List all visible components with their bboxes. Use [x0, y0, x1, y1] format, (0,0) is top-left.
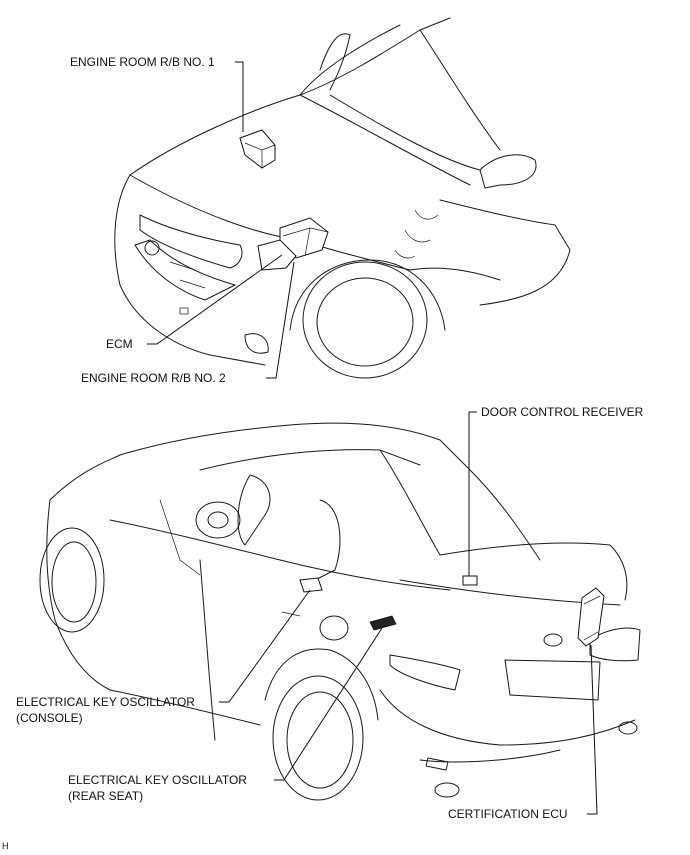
corner-code: H	[2, 841, 9, 851]
label-electrical-key-osc-console-line1: ELECTRICAL KEY OSCILLATOR	[16, 695, 195, 709]
rear-leader-lines	[219, 411, 598, 815]
label-electrical-key-osc-rear-line2: (REAR SEAT)	[68, 789, 143, 803]
rear-seat-oscillator-part	[369, 615, 397, 631]
label-ecm: ECM	[106, 337, 133, 351]
door-control-receiver-part	[462, 575, 478, 586]
console-oscillator-part	[299, 577, 323, 593]
ecm-part	[257, 239, 297, 271]
front-leader-lines	[147, 61, 295, 379]
label-certification-ecu: CERTIFICATION ECU	[448, 807, 568, 821]
label-door-control-receiver: DOOR CONTROL RECEIVER	[481, 405, 644, 419]
label-electrical-key-osc-console-line2: (CONSOLE)	[16, 711, 83, 725]
label-engine-room-rb-no2: ENGINE ROOM R/B NO. 2	[81, 371, 226, 385]
rear-car-illustration	[39, 422, 641, 801]
front-car-illustration	[114, 17, 571, 379]
label-engine-room-rb-no1: ENGINE ROOM R/B NO. 1	[70, 55, 215, 69]
certification-ecu-part	[577, 587, 605, 647]
engine-room-rb-no1-part	[239, 129, 276, 169]
label-electrical-key-osc-rear-line1: ELECTRICAL KEY OSCILLATOR	[68, 773, 247, 787]
